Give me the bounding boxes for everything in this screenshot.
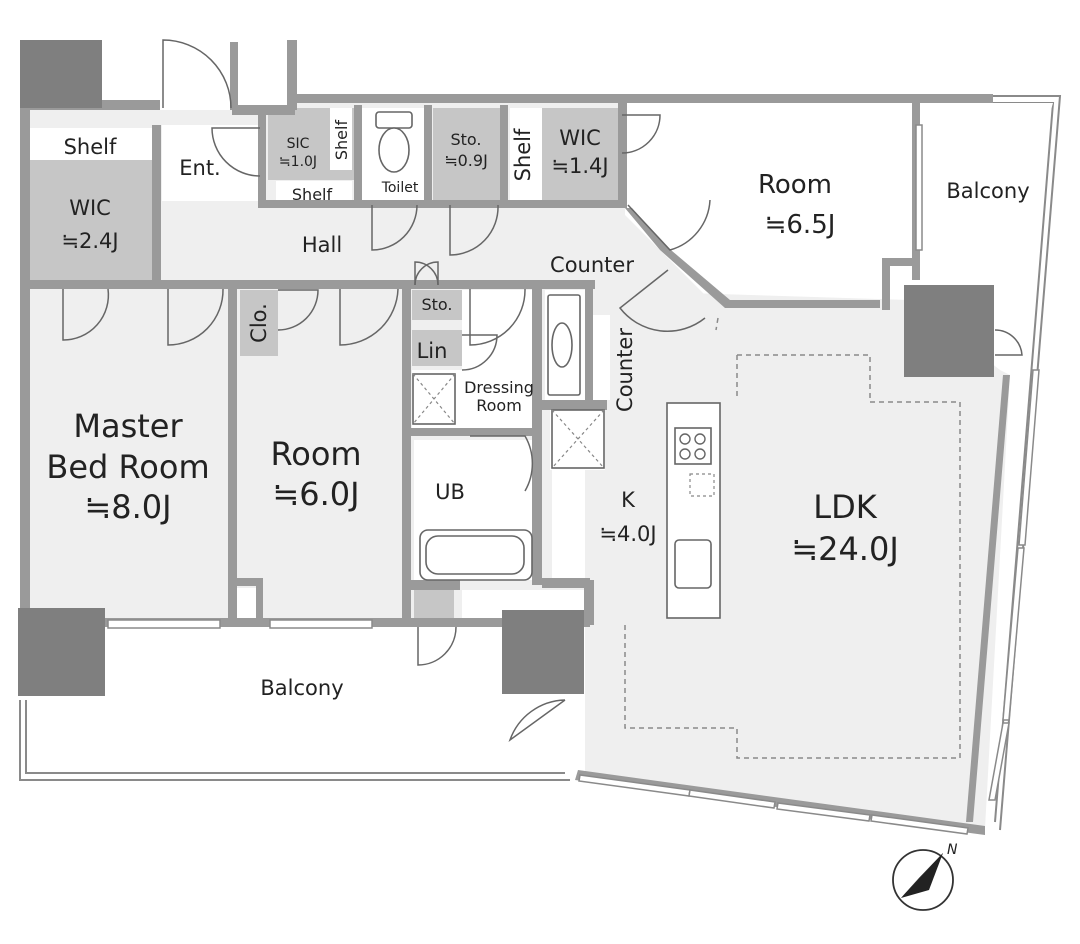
ldk-name: LDK (813, 488, 877, 526)
wic-left-size: ≒2.4J (61, 229, 118, 253)
skylight-icon (551, 409, 605, 469)
room-labels: Shelf WIC ≒2.4J Ent. SIC ≒1.0J Shelf She… (46, 120, 1029, 700)
windows (107, 124, 1040, 835)
sink-icon (547, 294, 581, 396)
door-swing-icon (470, 435, 534, 492)
kitchen-counter (666, 402, 721, 619)
door-swing-icon (621, 114, 661, 154)
kitchen-name: K (621, 488, 636, 512)
storage-areas (30, 108, 618, 618)
door-swing-icon (627, 199, 711, 251)
door-swing-icon (414, 261, 439, 286)
balcony-south-label: Balcony (260, 676, 343, 700)
toilet-label: Toilet (381, 180, 419, 196)
lin-label: Lin (417, 339, 448, 363)
shelf-wic-label: Shelf (511, 128, 535, 181)
counter-horizontal-label: Counter (550, 253, 634, 277)
wic-right-name: WIC (559, 126, 601, 150)
door-swing-icon (508, 699, 566, 743)
clo-label: Clo. (247, 303, 271, 343)
door-swing-icon (162, 39, 232, 109)
door-swing-icon (618, 269, 706, 332)
door-swing-icon (461, 334, 498, 371)
dressing-label-line1: Dressing (464, 378, 534, 397)
ub-label: UB (435, 480, 465, 504)
dressing-label-line2: Room (476, 396, 522, 415)
door-swing-icon (339, 288, 399, 346)
room-ne-size: ≒6.5J (765, 210, 836, 240)
north-arrow-icon: N (892, 842, 958, 911)
sic-size: ≒1.0J (279, 154, 317, 170)
room-mid-size: ≒6.0J (272, 475, 359, 513)
master-name-line2: Bed Room (46, 448, 209, 486)
door-swing-icon (277, 289, 319, 331)
door-swing-icon (469, 288, 526, 346)
door-swing-icon (62, 288, 110, 341)
wic-left-name: WIC (69, 196, 111, 220)
hall-label: Hall (302, 233, 342, 257)
room-ne-name: Room (758, 170, 832, 200)
pillars (18, 40, 994, 696)
north-label: N (947, 842, 958, 858)
door-swing-icon (994, 329, 1023, 356)
door-swings (62, 39, 1023, 743)
shelf-sic-bottom-label: Shelf (292, 185, 333, 204)
shelf-left-label: Shelf (64, 135, 117, 159)
door-swing-icon (371, 204, 418, 251)
bathtub-icon (419, 529, 533, 581)
balcony-ne-label: Balcony (946, 179, 1029, 203)
master-name-line1: Master (73, 407, 183, 445)
fixtures (375, 111, 721, 619)
shelf-sic-side-label: Shelf (332, 120, 351, 161)
ldk-size: ≒24.0J (791, 530, 899, 568)
sto-top-size: ≒0.9J (444, 151, 488, 170)
wic-right-size: ≒1.4J (551, 154, 608, 178)
entrance-label: Ent. (179, 156, 221, 180)
ceiling-outline (624, 317, 961, 759)
sto-small-label: Sto. (421, 295, 452, 314)
door-swing-icon (449, 204, 499, 256)
kitchen-size: ≒4.0J (599, 522, 656, 546)
toilet-icon (375, 111, 413, 173)
sto-top-name: Sto. (450, 130, 481, 149)
door-swing-icon (211, 127, 261, 177)
door-swing-icon (417, 626, 457, 666)
room-mid-name: Room (270, 435, 361, 473)
master-size: ≒8.0J (84, 488, 171, 526)
door-swing-icon (167, 288, 224, 346)
skylight-icon (412, 373, 456, 425)
counter-vertical-label: Counter (613, 328, 637, 412)
sic-name: SIC (287, 136, 310, 152)
